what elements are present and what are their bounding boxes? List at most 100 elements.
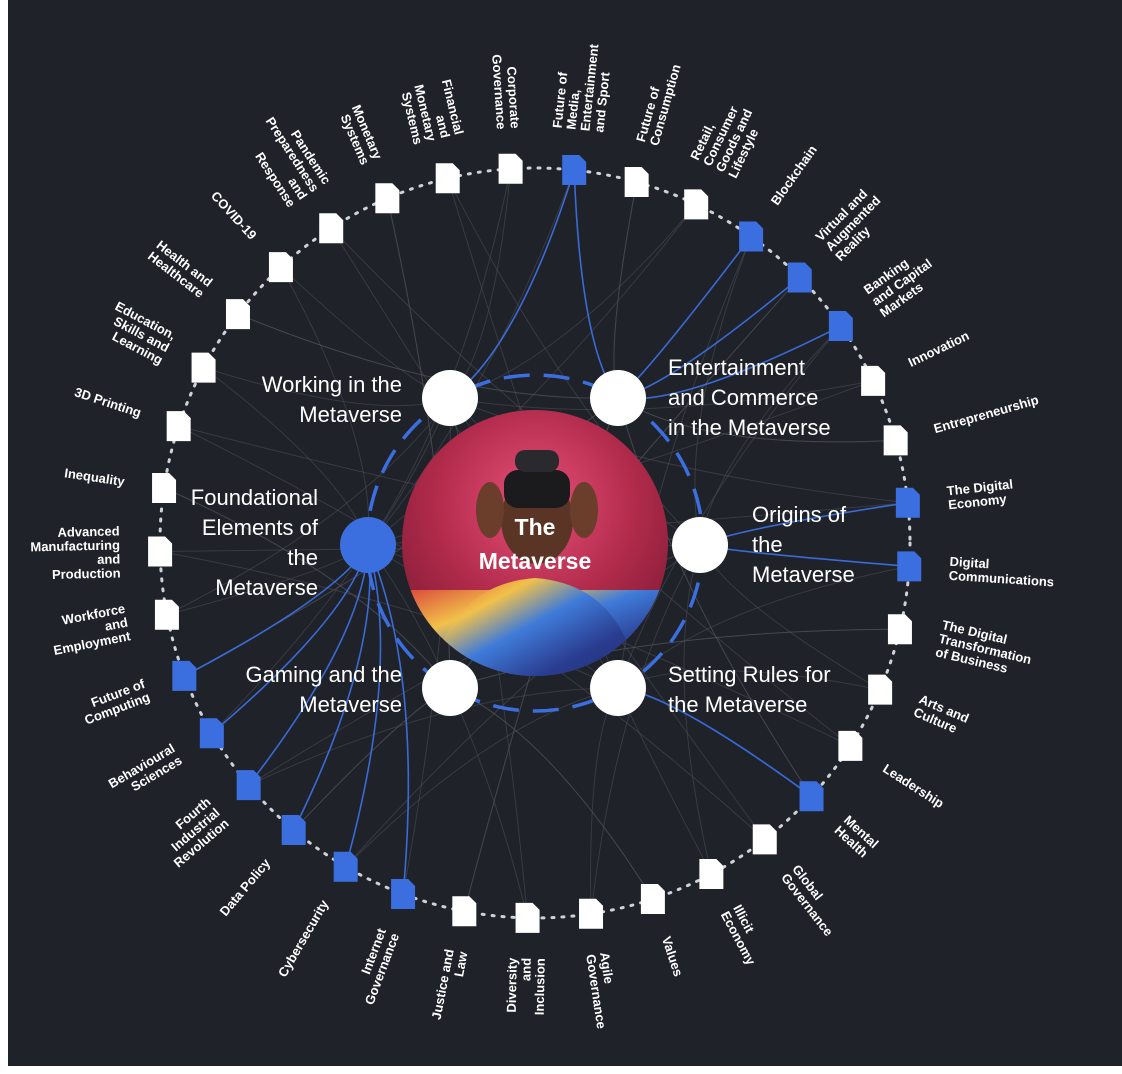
document-icon[interactable] [172, 660, 197, 691]
document-icon[interactable] [799, 781, 824, 812]
document-icon[interactable] [699, 858, 724, 889]
topic-label-line: and [97, 551, 121, 567]
document-icon[interactable] [391, 879, 416, 910]
topic-node-education-skills-and-learning[interactable]: Education,Skills andLearning [100, 298, 216, 383]
center-photo: The Metaverse [402, 410, 668, 676]
topic-node-the-digital-economy[interactable]: The DigitalEconomy [895, 476, 1015, 518]
topic-node-innovation[interactable]: Innovation [861, 328, 972, 396]
topic-node-covid-19[interactable]: COVID-19 [208, 188, 293, 283]
document-icon[interactable] [868, 674, 893, 705]
document-icon[interactable] [684, 189, 709, 220]
document-icon[interactable] [166, 411, 191, 442]
topic-label: Future ofMedia,Entertainmentand Sport [550, 40, 616, 134]
document-icon[interactable] [375, 183, 400, 214]
hub-circle[interactable] [422, 370, 478, 426]
topic-node-3d-printing[interactable]: 3D Printing [73, 384, 191, 442]
document-icon[interactable] [225, 299, 250, 330]
document-icon[interactable] [498, 153, 523, 184]
topic-node-health-and-healthcare[interactable]: Health andHealthcare [145, 237, 250, 330]
document-icon[interactable] [236, 770, 261, 801]
connection-line [367, 544, 410, 895]
topic-node-advanced-manufacturing-and-production[interactable]: AdvancedManufacturingandProduction [30, 523, 173, 582]
document-icon[interactable] [752, 824, 777, 855]
topic-node-inequality[interactable]: Inequality [63, 465, 177, 504]
document-icon[interactable] [199, 718, 224, 749]
document-icon[interactable] [640, 883, 665, 914]
topic-node-digital-communications[interactable]: DigitalCommunications [897, 551, 1055, 589]
document-icon[interactable] [895, 487, 920, 518]
topic-node-illicit-economy[interactable]: IllicitEconomy [699, 858, 771, 968]
document-icon[interactable] [152, 473, 177, 504]
topic-node-mental-health[interactable]: MentalHealth [799, 781, 882, 861]
topic-node-future-of-consumption[interactable]: Future ofConsumption [624, 59, 684, 198]
topic-node-internet-governance[interactable]: InternetGovernance [349, 879, 416, 1007]
document-icon[interactable] [281, 815, 306, 846]
topic-node-future-of-media-entertainment-and-sport[interactable]: Future ofMedia,Entertainmentand Sport [550, 40, 616, 186]
document-icon[interactable] [739, 221, 764, 252]
topic-node-agile-governance[interactable]: AgileGovernance [579, 898, 623, 1030]
topic-label: Innovation [906, 328, 972, 370]
hub-node-rules[interactable]: Setting Rules for the Metaverse [590, 660, 831, 717]
connection-line [617, 565, 910, 689]
topic-node-the-digital-transformation-of-business[interactable]: The DigitalTransformationof Business [887, 614, 1036, 680]
hub-circle[interactable] [590, 370, 646, 426]
topic-node-behavioural-sciences[interactable]: BehaviouralSciences [106, 718, 224, 803]
document-icon[interactable] [897, 551, 922, 582]
topic-node-leadership[interactable]: Leadership [838, 730, 947, 811]
hub-label: the Metaverse [668, 692, 807, 717]
topic-node-fourth-industrial-revolution[interactable]: FourthIndustrialRevolution [153, 770, 261, 870]
topic-node-cybersecurity[interactable]: Cybersecurity [275, 851, 358, 980]
topic-node-workforce-and-employment[interactable]: WorkforceandEmployment [47, 599, 179, 658]
hub-circle[interactable] [672, 517, 728, 573]
topic-label-line: Communications [948, 568, 1054, 590]
topic-label-line: and [103, 615, 129, 634]
document-icon[interactable] [268, 252, 293, 283]
topic-node-global-governance[interactable]: GlobalGovernance [752, 824, 847, 939]
document-icon[interactable] [887, 614, 912, 645]
document-icon[interactable] [452, 896, 477, 927]
document-icon[interactable] [435, 163, 460, 194]
document-icon[interactable] [883, 425, 908, 456]
document-icon[interactable] [828, 311, 853, 342]
topic-node-justice-and-law[interactable]: Justice andLaw [429, 896, 477, 1023]
topic-node-arts-and-culture[interactable]: Arts andCulture [868, 674, 971, 739]
topic-node-data-policy[interactable]: Data Policy [217, 815, 306, 919]
topic-node-corporate-governance[interactable]: CorporateGovernance [489, 53, 523, 184]
document-icon[interactable] [148, 536, 173, 567]
hub-circle[interactable] [340, 517, 396, 573]
topic-node-retail-consumer-goods-and-lifestyle[interactable]: Retail,ConsumerGoods andLifestyle [684, 94, 768, 220]
hub-circle[interactable] [590, 660, 646, 716]
document-icon[interactable] [861, 365, 886, 396]
document-icon[interactable] [154, 599, 179, 630]
document-icon[interactable] [787, 262, 812, 293]
topic-node-values[interactable]: Values [640, 883, 686, 978]
topic-node-pandemic-preparedness-and-response[interactable]: PandemicPreparednessandResponse [239, 107, 344, 244]
topic-label-line: Cybersecurity [275, 897, 332, 980]
document-icon[interactable] [319, 213, 344, 244]
document-icon[interactable] [579, 898, 604, 929]
center-title-line-2: Metaverse [479, 548, 592, 574]
topic-node-blockchain[interactable]: Blockchain [739, 142, 820, 252]
document-icon[interactable] [333, 851, 358, 882]
document-icon[interactable] [515, 902, 540, 933]
document-icon[interactable] [838, 730, 863, 761]
topic-node-future-of-computing[interactable]: Future ofComputing [77, 660, 197, 728]
topic-node-financial-and-monetary-systems[interactable]: FinancialandMonetarySystems [398, 76, 467, 194]
topic-node-monetary-systems[interactable]: MonetarySystems [336, 102, 400, 214]
document-icon[interactable] [191, 352, 216, 383]
document-icon[interactable] [624, 167, 649, 198]
connection-line [613, 181, 638, 399]
hub-circle[interactable] [422, 660, 478, 716]
topic-label: CorporateGovernance [489, 53, 523, 130]
document-icon[interactable] [562, 155, 587, 186]
hub-label: Setting Rules for [668, 662, 831, 687]
topic-label-line: Agile [597, 951, 617, 985]
topic-node-entrepreneurship[interactable]: Entrepreneurship [883, 392, 1041, 456]
topic-label: BehaviouralSciences [106, 741, 185, 804]
topic-node-diversity-and-inclusion[interactable]: DiversityandInclusion [504, 902, 548, 1015]
